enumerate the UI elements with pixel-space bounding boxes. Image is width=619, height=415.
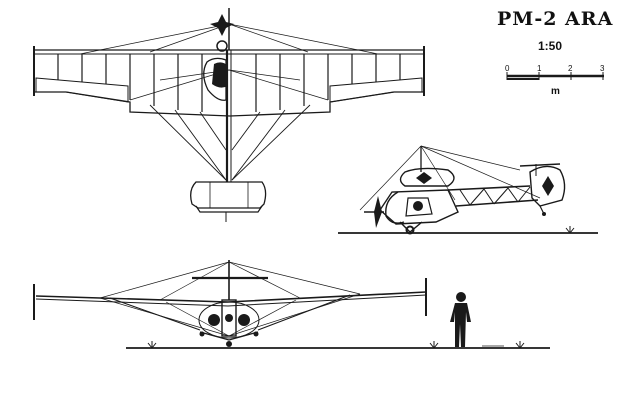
side-view	[338, 145, 598, 235]
scale-tick-label: 3	[600, 64, 605, 73]
scale-tick-label: 2	[568, 64, 573, 73]
drawing-title: PM-2 ARA	[497, 8, 614, 30]
scale-ratio: 1:50	[538, 39, 563, 53]
front-view	[33, 260, 550, 349]
scale-tick-label: 0	[505, 64, 510, 73]
scale-figure-person	[450, 292, 471, 347]
top-view	[33, 8, 425, 222]
scale-bar	[506, 72, 604, 80]
scale-unit-label: m	[551, 86, 560, 97]
scale-tick-label: 1	[537, 64, 542, 73]
